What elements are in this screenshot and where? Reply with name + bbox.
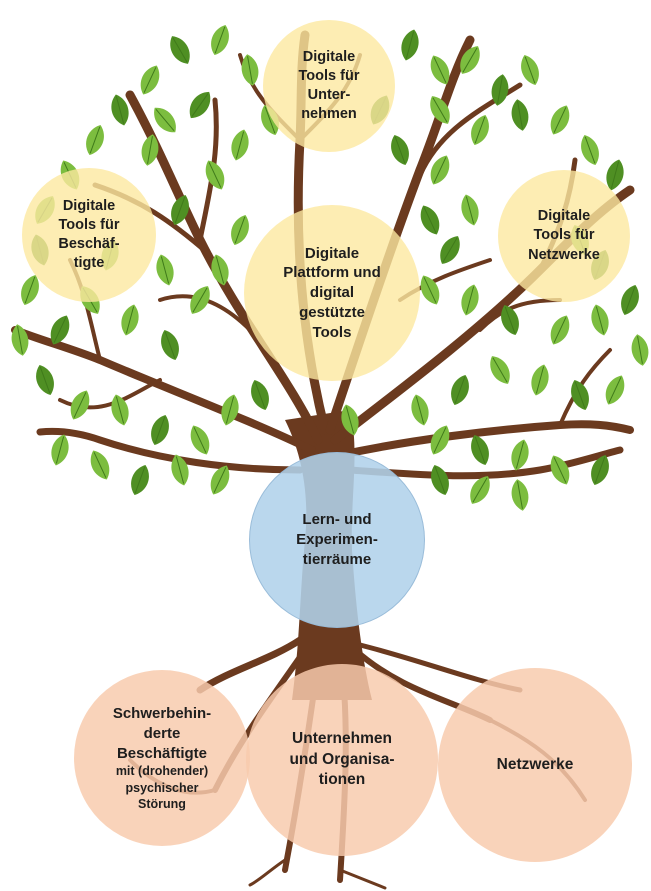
leaf-80 [156,254,174,286]
leaf-66 [90,450,110,480]
leaf-9 [140,65,160,95]
leaf-59 [221,394,239,426]
crown-circle-unternehmen: Digitale Tools für Unter- nehmen [263,20,395,152]
leaf-64 [36,364,54,396]
branch-14 [558,348,612,427]
leaf-8 [521,54,539,86]
root-sublabel-schwerbehinderte: mit (drohender) psychischer Störung [115,764,209,811]
leaf-30 [211,254,229,286]
leaf-7 [491,74,509,106]
leaf-39 [461,284,479,316]
leaf-4 [401,29,419,61]
branch-5 [11,326,316,454]
crown-label-beschaeftigte: Digitale Tools für Beschäf- tigte [58,197,120,272]
leaf-46 [571,379,589,411]
leaf-49 [451,374,469,406]
branch-8 [346,446,624,480]
leaf-24 [11,324,29,356]
leaf-10 [111,94,129,126]
leaf-23 [21,274,39,306]
leaf-3 [241,54,259,86]
leaf-54 [550,455,570,485]
leaf-51 [430,425,450,455]
leaf-52 [471,434,489,466]
leaf-6 [460,46,480,74]
leaf-42 [591,304,609,336]
root-circle-unternehmen-org: Unternehmen und Organisa- tionen [246,664,438,856]
root-circle-schwerbehinderte: Schwerbehin- derte Beschäftigte mit (dro… [74,670,250,846]
leaf-18 [581,134,599,166]
leaf-58 [431,464,449,496]
leaf-74 [341,404,359,436]
leaf-47 [531,364,549,396]
leaf-29 [190,286,210,314]
root-label-schwerbehinderte: Schwerbehin- derte Beschäftigte [112,704,212,762]
leaf-53 [511,439,529,471]
leaf-28 [161,329,179,361]
leaf-13 [189,91,211,119]
crown-circle-netzwerke: Digitale Tools für Netzwerke [498,170,630,302]
leaf-37 [440,236,460,264]
leaf-35 [430,155,450,185]
leaf-68 [171,454,189,486]
leaf-71 [141,134,159,166]
leaf-56 [511,479,529,511]
leaf-15 [471,114,489,146]
crown-circle-beschaeftigte: Digitale Tools für Beschäf- tigte [22,168,156,302]
leaf-45 [605,375,625,405]
trunk-label-lernraeume: Lern- und Experimen- tierräume [296,511,378,568]
leaf-50 [411,394,429,426]
leaf-62 [111,394,129,426]
leaf-40 [501,304,519,336]
leaf-31 [171,194,189,226]
leaf-5 [430,55,450,85]
leaf-44 [631,334,649,366]
root-label-unternehmen-org: Unternehmen und Organisa- tionen [289,730,395,789]
crown-label-unternehmen: Digitale Tools für Unter- nehmen [298,48,360,123]
leaf-63 [70,390,90,420]
leaf-67 [131,464,149,496]
leaf-2 [211,24,229,56]
crown-label-plattform: Digitale Plattform und digital gestützte… [283,244,381,341]
leaf-36 [461,194,479,226]
crown-label-netzwerke: Digitale Tools für Netzwerke [528,208,600,263]
leaf-34 [391,134,409,166]
leaf-65 [51,434,69,466]
leaf-43 [621,284,639,316]
leaf-41 [550,315,570,345]
leaf-75 [231,214,249,246]
leaf-17 [550,105,570,135]
leaf-12 [154,107,176,133]
leaf-69 [210,465,230,495]
leaf-32 [205,160,225,190]
root-label-netzwerke: Netzwerke [496,755,574,773]
leaf-19 [606,159,624,191]
leaf-57 [470,476,490,504]
leaf-70 [251,379,269,411]
leaf-48 [490,356,510,384]
leaf-76 [420,205,440,235]
leaf-1 [170,36,190,64]
leaf-27 [121,304,139,336]
root-10 [338,868,387,890]
root-9 [248,858,287,887]
trunk-circle-lernraeume: Lern- und Experimen- tierräume [249,452,425,628]
branch-7 [36,427,304,474]
leaf-38 [420,275,440,305]
leaf-33 [231,129,249,161]
branch-6 [336,420,634,459]
leaf-55 [591,454,609,486]
crown-circle-plattform: Digitale Plattform und digital gestützte… [244,205,420,381]
leaf-61 [151,414,169,446]
leaf-14 [430,96,450,124]
leaf-16 [511,99,529,131]
leaf-11 [86,124,104,156]
leaf-25 [50,315,70,345]
leaf-60 [190,425,210,455]
root-circle-netzwerke: Netzwerke [438,668,632,862]
